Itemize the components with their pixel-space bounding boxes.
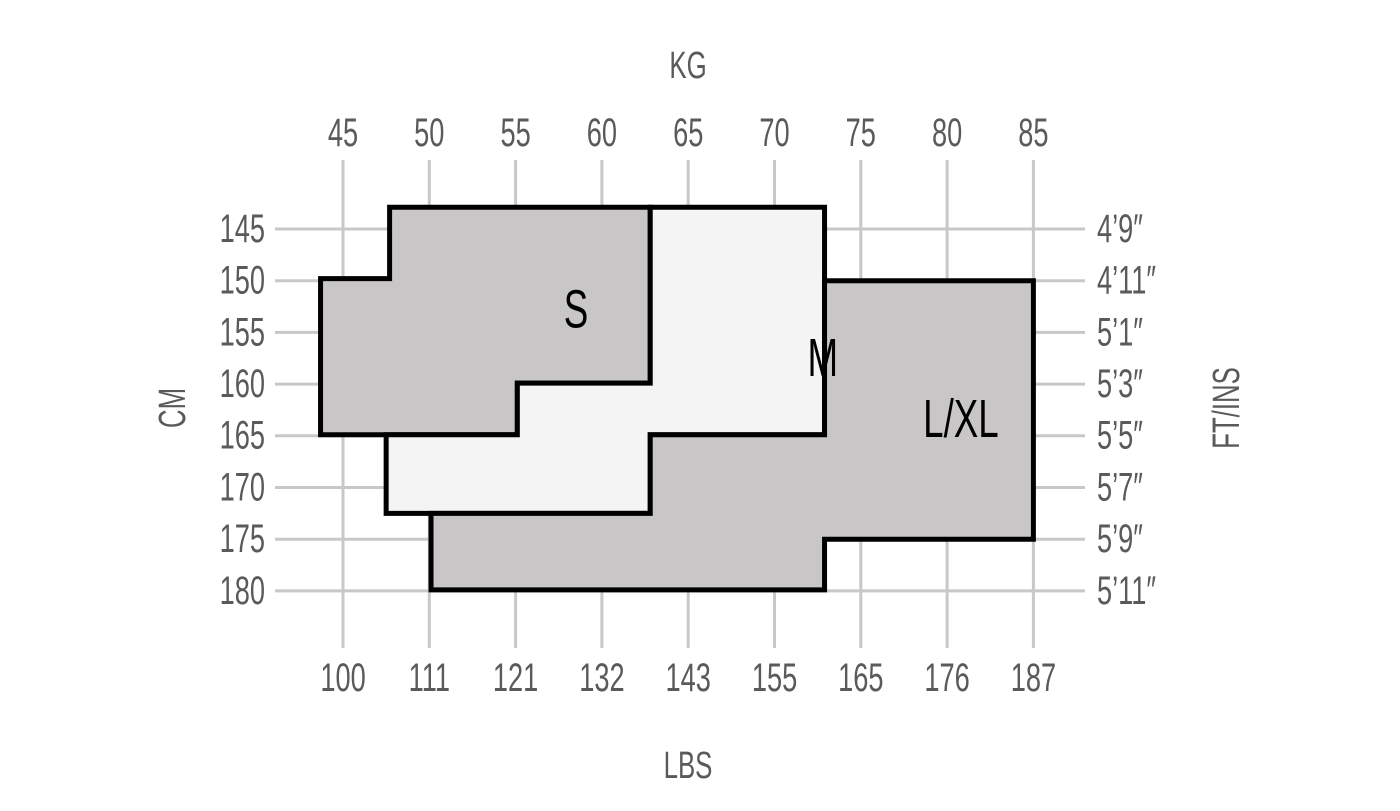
kg-tick-label-group: 50 [414, 111, 444, 155]
ftin-tick-label-group: 5’3″ [1097, 362, 1143, 406]
cm-tick-label-group: 145 [220, 207, 265, 251]
kg-axis-title-group: KG [669, 44, 706, 86]
ftin-tick-label-group: 5’5″ [1097, 414, 1143, 458]
cm-tick-label: 145 [220, 207, 265, 251]
kg-tick-label: 70 [759, 111, 789, 155]
ftin-tick-label: 4’9″ [1097, 207, 1143, 251]
lbs-tick-label: 100 [320, 656, 365, 700]
region-label: M [808, 327, 839, 388]
cm-tick-label-group: 180 [220, 569, 265, 613]
kg-tick-label-group: 45 [328, 111, 358, 155]
lbs-tick-label: 111 [409, 656, 450, 700]
cm-tick-label-group: 160 [220, 362, 265, 406]
region-label-group: M [808, 327, 839, 388]
lbs-tick-label: 132 [579, 656, 624, 700]
lbs-tick-label-group: 132 [579, 656, 624, 700]
kg-tick-label-group: 80 [932, 111, 962, 155]
ftin-tick-label: 5’7″ [1097, 465, 1143, 509]
ftin-tick-label-group: 5’9″ [1097, 517, 1143, 561]
ftin-tick-label: 5’9″ [1097, 517, 1143, 561]
ftin-tick-label: 5’11″ [1097, 569, 1156, 613]
lbs-tick-label: 121 [493, 656, 538, 700]
kg-tick-label: 80 [932, 111, 962, 155]
ftin-axis-title: FT/INS [1205, 367, 1247, 449]
cm-axis-title-group: CM [151, 388, 193, 428]
lbs-tick-label: 143 [666, 656, 711, 700]
cm-tick-label: 150 [220, 258, 265, 302]
lbs-tick-label-group: 165 [838, 656, 883, 700]
lbs-tick-label: 165 [838, 656, 883, 700]
kg-tick-label: 55 [500, 111, 530, 155]
cm-tick-label-group: 170 [220, 465, 265, 509]
lbs-tick-label-group: 111 [409, 656, 450, 700]
kg-tick-label-group: 60 [587, 111, 617, 155]
lbs-axis-title: LBS [664, 744, 713, 786]
region-l-xl [428, 278, 1036, 593]
kg-tick-label: 65 [673, 111, 703, 155]
kg-tick-label-group: 75 [846, 111, 876, 155]
ftin-tick-label-group: 4’11″ [1097, 258, 1156, 302]
region-label-group: L/XL [923, 388, 999, 449]
cm-tick-label: 160 [220, 362, 265, 406]
lbs-tick-label: 176 [924, 656, 969, 700]
ftin-tick-label: 4’11″ [1097, 258, 1156, 302]
cm-axis-title: CM [151, 388, 193, 428]
kg-tick-label: 50 [414, 111, 444, 155]
region-label: S [564, 278, 588, 339]
region-label-group: S [564, 278, 588, 339]
cm-tick-label-group: 175 [220, 517, 265, 561]
kg-axis-title: KG [669, 44, 706, 86]
kg-tick-label-group: 65 [673, 111, 703, 155]
kg-tick-label-group: 55 [500, 111, 530, 155]
cm-tick-label-group: 150 [220, 258, 265, 302]
lbs-tick-label-group: 143 [666, 656, 711, 700]
kg-tick-label: 85 [1018, 111, 1048, 155]
kg-tick-label: 60 [587, 111, 617, 155]
cm-tick-label: 170 [220, 465, 265, 509]
ftin-tick-label-group: 5’1″ [1097, 310, 1143, 354]
ftin-tick-label: 5’5″ [1097, 414, 1143, 458]
cm-tick-label: 165 [220, 414, 265, 458]
cm-tick-label-group: 165 [220, 414, 265, 458]
ftin-tick-label: 5’3″ [1097, 362, 1143, 406]
ftin-axis-title-group: FT/INS [1205, 367, 1247, 449]
kg-tick-label: 45 [328, 111, 358, 155]
lbs-tick-label-group: 155 [752, 656, 797, 700]
ftin-tick-label-group: 5’7″ [1097, 465, 1143, 509]
ftin-tick-label-group: 4’9″ [1097, 207, 1143, 251]
lbs-tick-label-group: 100 [320, 656, 365, 700]
kg-tick-label-group: 85 [1018, 111, 1048, 155]
lbs-axis-title-group: LBS [664, 744, 713, 786]
lbs-tick-label: 187 [1011, 656, 1056, 700]
ftin-tick-label: 5’1″ [1097, 310, 1143, 354]
cm-tick-label-group: 155 [220, 310, 265, 354]
cm-tick-label: 180 [220, 569, 265, 613]
cm-tick-label: 155 [220, 310, 265, 354]
kg-tick-label: 75 [846, 111, 876, 155]
lbs-tick-label-group: 176 [924, 656, 969, 700]
region-label: L/XL [923, 388, 999, 449]
ftin-tick-label-group: 5’11″ [1097, 569, 1156, 613]
lbs-tick-label-group: 121 [493, 656, 538, 700]
kg-tick-label-group: 70 [759, 111, 789, 155]
cm-tick-label: 175 [220, 517, 265, 561]
lbs-tick-label-group: 187 [1011, 656, 1056, 700]
lbs-tick-label: 155 [752, 656, 797, 700]
